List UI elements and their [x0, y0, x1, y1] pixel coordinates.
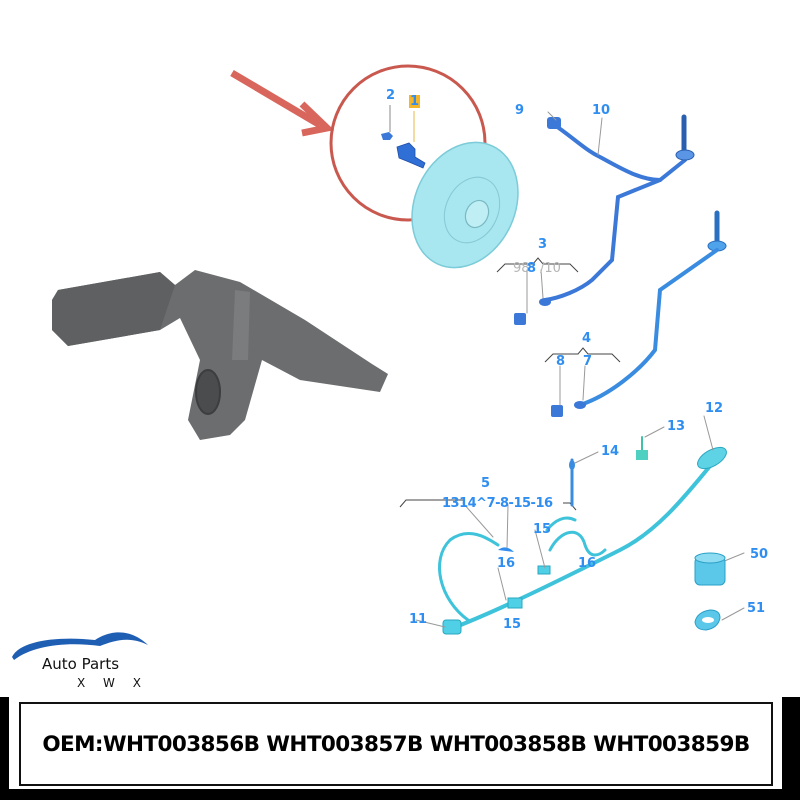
callout-4-ref-8: 8	[556, 354, 566, 369]
callout-2: 2	[386, 88, 396, 103]
callout-1: 1	[409, 94, 421, 109]
abs-sensor-part-icon	[381, 105, 426, 169]
callout-50: 50	[750, 547, 769, 562]
callout-16-right: 16	[578, 556, 597, 571]
abs-sensor-photo	[52, 270, 388, 440]
callout-12: 12	[705, 401, 724, 416]
rear-wiring-harness-icon	[551, 210, 727, 417]
bracket-lines	[399, 257, 621, 511]
oem-banner: OEM:WHT003856B WHT003857B WHT003858B WHT…	[19, 702, 773, 786]
brand-subtitle: X W X	[77, 676, 148, 690]
front-wiring-harness-icon	[514, 111, 695, 325]
cable-harness-assembly-icon	[415, 415, 745, 635]
callout-3-ref-8: 8	[527, 261, 537, 276]
callout-9: 9	[515, 103, 525, 118]
callout-16-left: 16	[497, 556, 516, 571]
grommet-50-icon	[694, 552, 726, 586]
callout-3-ref-10: /10	[540, 261, 561, 276]
callout-3: 3	[538, 237, 548, 252]
callout-14: 14	[601, 444, 620, 459]
callout-13: 13	[667, 419, 686, 434]
grommet-51-icon	[694, 609, 721, 631]
callout-5: 5	[481, 476, 491, 491]
brake-disc-icon	[411, 141, 519, 269]
oem-part-numbers: OEM:WHT003856B WHT003857B WHT003858B WHT…	[42, 731, 750, 757]
callout-4: 4	[582, 331, 592, 346]
callout-10: 10	[592, 103, 611, 118]
callout-51: 51	[747, 601, 766, 616]
callout-15-upper: 15	[533, 522, 552, 537]
callout-15-lower: 15	[503, 617, 522, 632]
brand-name: Auto Parts	[42, 655, 120, 673]
brand-logo-swoosh-icon	[12, 632, 148, 660]
callout-11: 11	[409, 612, 428, 627]
callout-5-refs: 1314^7-8-15-16	[442, 496, 553, 511]
callout-3-ref-98: 98	[513, 261, 530, 276]
red-arrow-icon	[230, 69, 335, 137]
callout-4-ref-7: 7	[583, 354, 593, 369]
